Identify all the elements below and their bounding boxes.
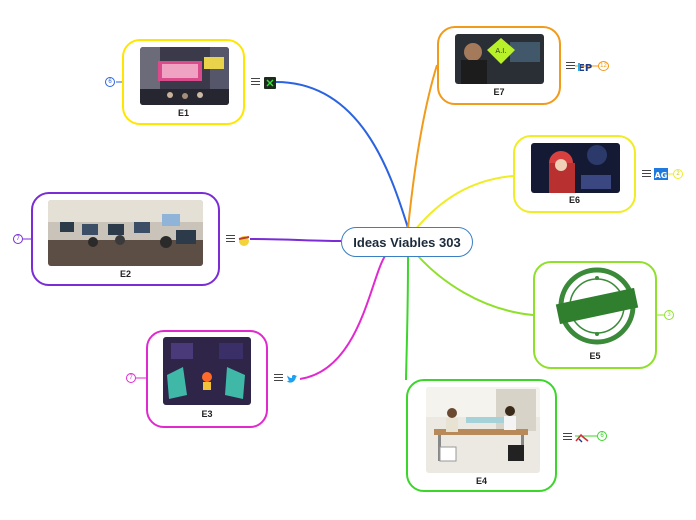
city-street-image bbox=[140, 47, 229, 105]
topic-e7[interactable]: A.I. E7 bbox=[437, 26, 561, 105]
topic-badge: 7 bbox=[126, 373, 136, 383]
topic-badge: 6 bbox=[597, 431, 607, 441]
topic-badge: 6 bbox=[105, 77, 115, 87]
office-desk-image bbox=[426, 387, 540, 473]
connector-e6 bbox=[414, 175, 514, 231]
connector-e1 bbox=[275, 81, 409, 229]
computer-lab-image bbox=[48, 200, 203, 266]
notes-icon[interactable] bbox=[274, 374, 283, 381]
topic-badge: 12 bbox=[598, 61, 609, 71]
emoji-icon[interactable] bbox=[238, 233, 250, 246]
svg-text:EP: EP bbox=[578, 63, 592, 73]
notes-icon[interactable] bbox=[566, 62, 575, 69]
connector-e3 bbox=[299, 255, 386, 380]
connector-e4 bbox=[405, 256, 409, 381]
topic-label: E1 bbox=[177, 108, 189, 118]
svg-text:A.I.: A.I. bbox=[495, 47, 506, 55]
topic-badge: 7 bbox=[13, 234, 23, 244]
topic-e6[interactable]: E6 bbox=[513, 135, 636, 213]
game-scene-image bbox=[163, 337, 251, 405]
topic-e5[interactable]: E5 bbox=[533, 261, 657, 369]
topic-label: E6 bbox=[568, 195, 580, 205]
topic-label: E5 bbox=[589, 351, 601, 361]
ep-logo-icon[interactable]: EP bbox=[578, 60, 592, 74]
image-link-icon[interactable] bbox=[264, 76, 276, 89]
notes-icon[interactable] bbox=[563, 433, 572, 440]
connector-e7 bbox=[407, 64, 438, 229]
notes-icon[interactable] bbox=[251, 78, 260, 85]
handshake-icon[interactable] bbox=[575, 431, 589, 443]
topic-label: E7 bbox=[493, 87, 505, 97]
twitter-bird-icon[interactable] bbox=[286, 372, 298, 384]
topic-badge: 2 bbox=[673, 169, 683, 179]
topic-label: E3 bbox=[201, 409, 213, 419]
topic-badge: 3 bbox=[664, 310, 674, 320]
topic-e2[interactable]: E2 bbox=[31, 192, 220, 286]
central-topic[interactable]: Ideas Viables 303 bbox=[341, 227, 473, 257]
topic-e4[interactable]: E4 bbox=[406, 379, 557, 492]
topic-e1[interactable]: E1 bbox=[122, 39, 245, 125]
connector-e2 bbox=[249, 238, 342, 242]
eco-friendly-stamp-image bbox=[553, 266, 641, 346]
topic-label: E4 bbox=[475, 476, 487, 486]
notes-icon[interactable] bbox=[226, 235, 235, 242]
notes-icon[interactable] bbox=[642, 170, 651, 177]
anime-character-image bbox=[531, 143, 620, 193]
ag-logo-icon[interactable]: AG bbox=[654, 167, 668, 180]
svg-text:AG: AG bbox=[655, 171, 668, 180]
ai-person-image: A.I. bbox=[455, 34, 544, 84]
connector-e5 bbox=[417, 255, 534, 316]
topic-e3[interactable]: E3 bbox=[146, 330, 268, 428]
topic-label: E2 bbox=[119, 269, 131, 279]
